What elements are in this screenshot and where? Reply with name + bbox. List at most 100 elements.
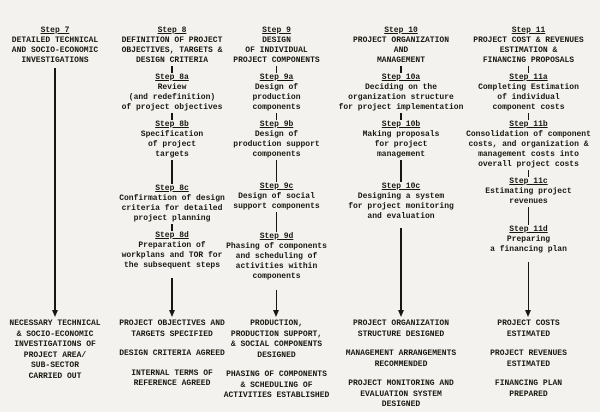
step-text-line: targets	[155, 150, 189, 159]
step-text-line: Designing a system	[357, 192, 445, 201]
step-text-line: PROJECT COMPONENTS	[233, 56, 320, 65]
step-text-line: overall project costs	[478, 160, 579, 169]
step-text-line: INVESTIGATIONS	[21, 56, 89, 65]
step-label: Step 9d	[259, 232, 294, 241]
step-label: Step 7	[40, 26, 70, 35]
outcome-text-line: DESIGN CRITERIA AGREED	[119, 349, 225, 358]
outcome-text-line: PREPARED	[509, 389, 548, 399]
step-connector-line	[400, 113, 402, 120]
outcome-block: PRODUCTION,PRODUCTION SUPPORT,& SOCIAL C…	[231, 319, 322, 361]
step-label: Step 9c	[259, 182, 294, 191]
outcome-block: DESIGN CRITERIA AGREED	[119, 349, 225, 360]
step-text-line: management costs into	[478, 150, 579, 159]
step-text-line: ESTIMATION &	[499, 46, 558, 55]
outcome-text-line: SUB-SECTOR	[30, 361, 79, 370]
step-label: Step 11b	[509, 120, 548, 129]
step-text-line: Completing Estimation	[478, 83, 579, 92]
step-text-line: (and redefinition)	[128, 93, 216, 102]
outcome-text-line: STRUCTURE DESIGNED	[357, 329, 445, 339]
step-text-line: production support	[233, 140, 320, 149]
step-text-line: Deciding on the	[364, 83, 437, 92]
step-text-line: Estimating project	[485, 187, 572, 196]
down-arrow-head-icon	[525, 310, 531, 317]
outcome-text-line: MANAGEMENT ARRANGEMENTS	[345, 349, 457, 358]
down-arrow-shaft	[275, 290, 278, 310]
step-label: Step 11a	[509, 73, 548, 82]
step-label: Step 9a	[259, 73, 294, 82]
step-label: Step 9b	[259, 120, 294, 129]
outcome-text-line: PHASING OF COMPONENTS	[226, 370, 327, 379]
outcome-text-line: DESIGNED	[257, 350, 296, 360]
step-text-line: the subsequent steps	[123, 261, 220, 270]
step-label: Step 8c	[155, 184, 189, 193]
outcome-text-line: & SOCIO-ECONOMIC	[16, 329, 94, 339]
step-text-line: DESIGN	[262, 36, 291, 45]
step-text-line: Preparing	[506, 235, 551, 244]
step-text-line: Making proposals	[362, 130, 440, 139]
outcomes-stack: PRODUCTION,PRODUCTION SUPPORT,& SOCIAL C…	[215, 319, 338, 402]
down-arrow-shaft	[400, 228, 402, 310]
step-label: Step 8b	[155, 120, 189, 129]
step-text-line: for project implementation	[338, 103, 464, 112]
step-text-line: MANAGEMENT	[376, 56, 425, 65]
outcome-text-line: PROJECT REVENUES	[490, 349, 567, 358]
down-arrow-head-icon	[397, 310, 404, 317]
step-text-line: Design of	[254, 83, 299, 92]
step-text-line: FINANCING PROPOSALS	[482, 56, 575, 65]
outcome-text-line: ACTIVITIES ESTABLISHED	[223, 391, 330, 400]
step-label: Step 8	[157, 26, 187, 35]
step-connector-line	[400, 66, 402, 73]
step-text-line: component costs	[492, 103, 565, 112]
down-arrow-shaft	[54, 68, 56, 310]
step-label: Step 11c	[509, 177, 548, 186]
step-text-line: of project	[147, 140, 196, 149]
step-connector-line	[171, 224, 173, 231]
down-arrow-head-icon	[168, 310, 175, 317]
step-text-line: PROJECT ORGANIZATION	[352, 36, 449, 45]
step-text-line: AND	[393, 46, 409, 55]
step-connector-line	[275, 212, 278, 232]
step-text-line: Specification	[140, 130, 204, 139]
down-arrow-shaft	[527, 262, 530, 310]
step-text-line: organization structure	[348, 93, 454, 102]
step-text-line: support components	[233, 202, 320, 211]
step-label: Step 10	[384, 26, 418, 35]
step-connector-line	[171, 160, 173, 184]
step-connector-line	[527, 66, 530, 73]
step-label: Step 8d	[155, 231, 189, 240]
down-arrow-shaft	[171, 278, 173, 310]
outcome-text-line: PRODUCTION,	[250, 319, 303, 328]
step-text-line: DEFINITION OF PROJECT	[121, 36, 223, 45]
step-text-line: components	[252, 103, 301, 112]
step-text-line: of individual	[497, 93, 560, 102]
step-connector-line	[171, 66, 173, 73]
outcome-text-line: REFERENCE AGREED	[133, 379, 211, 388]
step-text-line: and evaluation	[367, 212, 435, 221]
